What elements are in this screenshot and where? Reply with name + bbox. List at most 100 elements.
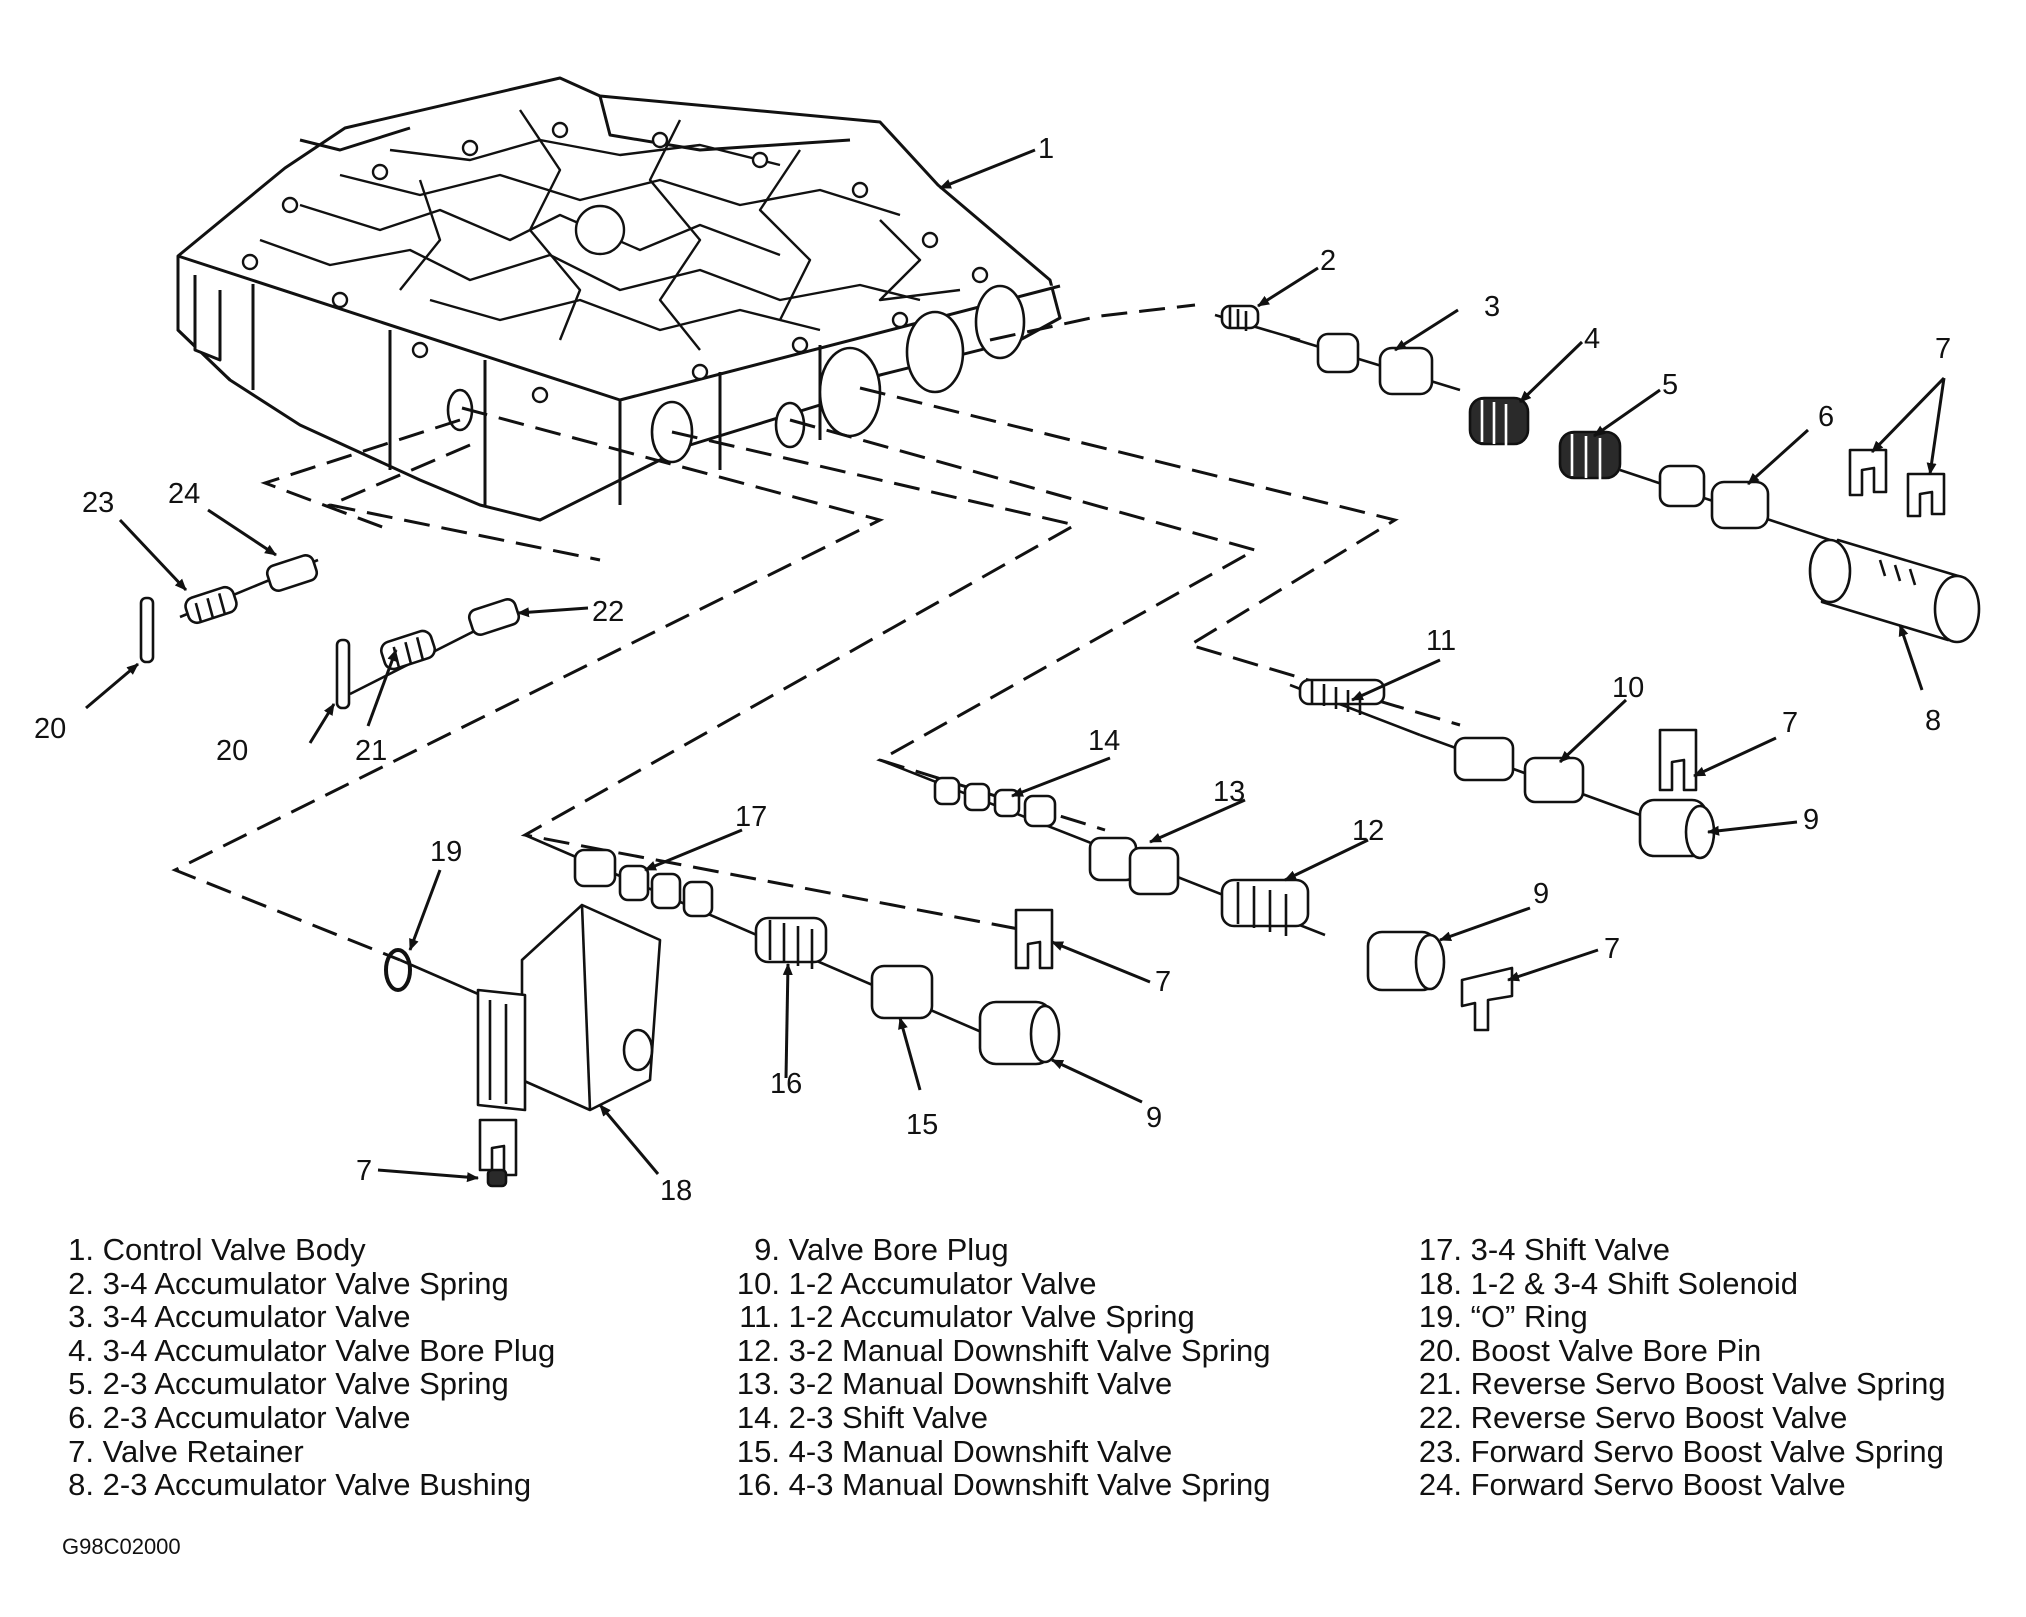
callout-23: 23	[82, 487, 114, 519]
boost-valve-bore-pin-right	[335, 638, 351, 710]
legend-item-label: 2-3 Accumulator Valve	[102, 1399, 411, 1435]
legend-item-number: 21.	[1418, 1366, 1462, 1402]
legend-item: 13. 3-2 Manual Downshift Valve	[728, 1367, 1271, 1401]
legend-item-number: 12.	[736, 1332, 780, 1368]
callout-2: 2	[1320, 245, 1336, 277]
legend-item: 20. Boost Valve Bore Pin	[1410, 1332, 1946, 1368]
legend-item-number: 3.	[68, 1299, 94, 1335]
callout-13: 13	[1213, 776, 1245, 808]
valve-retainer-lower-right	[1460, 966, 1514, 1032]
4-3-manual-downshift-valve-spring	[754, 916, 828, 969]
legend-item-number: 20.	[1418, 1332, 1462, 1368]
legend-item-number: 22.	[1418, 1399, 1462, 1435]
legend-item: 19. “O” Ring	[1410, 1300, 1946, 1334]
callout-11: 11	[1426, 625, 1456, 657]
callout-21: 21	[355, 735, 387, 767]
legend-item: 16. 4-3 Manual Downshift Valve Spring	[728, 1468, 1271, 1502]
valve-retainer-top-right	[1848, 448, 1946, 518]
legend-item-number: 10.	[736, 1265, 780, 1301]
legend-item-label: 3-2 Manual Downshift Valve Spring	[788, 1332, 1271, 1368]
legend-item-number: 14.	[736, 1399, 780, 1435]
3-4-accumulator-valve-spring	[1214, 304, 1301, 342]
3-4-accumulator-valve-bore-plug	[1468, 396, 1530, 446]
callout-9c: 9	[1146, 1102, 1162, 1134]
legend-item-label: 1-2 & 3-4 Shift Solenoid	[1470, 1265, 1799, 1301]
valve-bore-plug-mid-right	[1638, 798, 1716, 860]
legend-item: 7. Valve Retainer	[62, 1434, 555, 1469]
legend-item-number: 5.	[68, 1366, 94, 1402]
1-2-accumulator-valve	[1419, 733, 1641, 817]
legend-item-label: Valve Bore Plug	[788, 1232, 1009, 1267]
legend-item-label: 1-2 Accumulator Valve	[788, 1265, 1097, 1301]
callout-7b: 7	[1782, 707, 1798, 739]
legend-item-label: 2-3 Accumulator Valve Spring	[102, 1366, 509, 1402]
callout-7e: 7	[356, 1155, 372, 1187]
callout-5: 5	[1662, 369, 1678, 401]
callout-9b: 9	[1533, 878, 1549, 910]
legend-item-number: 19.	[1418, 1299, 1462, 1335]
callout-labels: 1 2 3 4 5 6 7 8 11 10 7 9 14 13 12 9 7 1…	[34, 133, 1951, 1207]
callout-18: 18	[660, 1175, 692, 1207]
legend-item: 22. Reverse Servo Boost Valve	[1410, 1401, 1946, 1435]
legend-item: 3. 3-4 Accumulator Valve	[62, 1300, 555, 1334]
legend-item-label: 3-4 Accumulator Valve	[102, 1299, 411, 1335]
legend-item-number: 6.	[68, 1399, 94, 1435]
callout-16: 16	[770, 1068, 802, 1100]
valve-retainer-bottom	[1014, 908, 1054, 970]
callout-9a: 9	[1803, 804, 1819, 836]
valve-retainer-solenoid	[478, 1118, 518, 1188]
o-ring	[384, 948, 412, 992]
3-2-manual-downshift-valve	[1088, 836, 1180, 896]
callout-24: 24	[168, 478, 200, 510]
2-3-accumulator-valve-spring	[1558, 430, 1622, 480]
legend-item-label: 2-3 Shift Valve	[788, 1399, 988, 1435]
legend-item-label: Reverse Servo Boost Valve	[1470, 1399, 1848, 1435]
legend-item: 17. 3-4 Shift Valve	[1410, 1233, 1946, 1267]
legend-item: 10. 1-2 Accumulator Valve	[728, 1265, 1271, 1301]
3-4-shift-valve	[524, 833, 1001, 1042]
legend-item-label: Control Valve Body	[102, 1232, 366, 1267]
callout-7a: 7	[1935, 333, 1951, 365]
3-2-manual-downshift-valve-spring	[1220, 878, 1310, 936]
callout-7c: 7	[1604, 933, 1620, 965]
legend-item-number: 23.	[1418, 1433, 1462, 1469]
legend-item: 11. 1-2 Accumulator Valve Spring	[728, 1300, 1271, 1334]
shift-solenoid	[399, 903, 662, 1112]
callout-10: 10	[1612, 672, 1644, 704]
legend-item-label: 3-2 Manual Downshift Valve	[788, 1366, 1173, 1402]
4-3-manual-downshift-valve	[870, 964, 934, 1020]
legend-item-number: 8.	[68, 1467, 94, 1503]
callout-22: 22	[592, 596, 624, 628]
legend-item-label: 3-4 Accumulator Valve Spring	[102, 1265, 509, 1301]
legend-item: 5. 2-3 Accumulator Valve Spring	[62, 1367, 555, 1401]
legend-item-label: 3-4 Shift Valve	[1470, 1232, 1670, 1267]
legend-item: 9. Valve Bore Plug	[728, 1233, 1271, 1267]
legend-item-number: 11.	[739, 1299, 780, 1335]
reverse-servo-boost-valve	[349, 598, 521, 696]
reverse-servo-boost-valve-spring	[379, 629, 437, 671]
legend-item: 23. Forward Servo Boost Valve Spring	[1410, 1433, 1946, 1469]
2-3-accumulator-valve-bushing	[1808, 538, 1981, 644]
legend-item: 24. Forward Servo Boost Valve	[1410, 1468, 1946, 1502]
legend-item: 4. 3-4 Accumulator Valve Bore Plug	[62, 1333, 555, 1368]
figure-code: G98C02000	[62, 1534, 181, 1559]
leader-arrows	[85, 148, 1946, 1183]
legend-item-label: Forward Servo Boost Valve	[1470, 1467, 1846, 1503]
boost-valve-bore-pin-left	[139, 596, 155, 664]
callout-14: 14	[1088, 725, 1120, 757]
legend-item: 2. 3-4 Accumulator Valve Spring	[62, 1265, 555, 1301]
legend-item-label: 2-3 Accumulator Valve Bushing	[102, 1467, 532, 1503]
callout-7d: 7	[1155, 966, 1171, 998]
legend-item-number: 17.	[1418, 1232, 1462, 1267]
legend-item-number: 1.	[68, 1232, 94, 1267]
legend-item-label: 4-3 Manual Downshift Valve Spring	[788, 1467, 1271, 1503]
legend-item-number: 24.	[1418, 1467, 1462, 1503]
legend-item-label: Forward Servo Boost Valve Spring	[1470, 1433, 1944, 1469]
control-valve-body	[176, 76, 1062, 522]
callout-20a: 20	[34, 713, 66, 745]
legend-item-label: 4-3 Manual Downshift Valve	[788, 1433, 1173, 1469]
callout-12: 12	[1352, 815, 1384, 847]
legend-item-number: 13.	[736, 1366, 780, 1402]
